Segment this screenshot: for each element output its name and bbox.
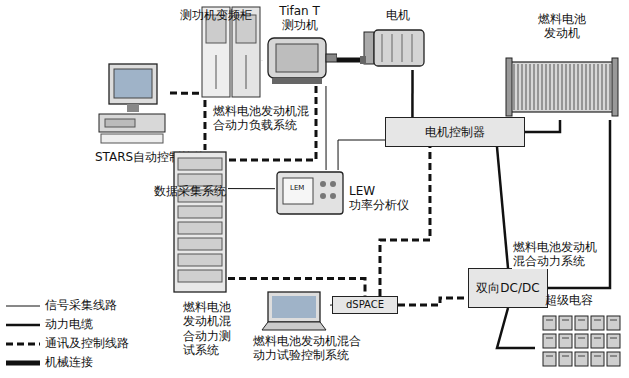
supercapacitor: 超级电容 <box>535 292 625 372</box>
dyno-inverter-cabinet: 测功机变频柜 <box>200 5 262 100</box>
node-label: 双向DC/DC <box>473 281 542 295</box>
legend-text: 通讯及控制线路 <box>45 336 129 350</box>
laptop: 燃料电池发动机混合动力试验控制系统 <box>258 290 330 332</box>
node-label: STARS自动控制软件 <box>95 150 167 164</box>
node-label: 电机控制器 <box>422 125 488 139</box>
fuel-cell-stack: 燃料电池发动机 <box>500 10 625 120</box>
legend-sample <box>5 299 41 313</box>
connector-line <box>411 70 414 117</box>
device-drawing <box>262 34 337 86</box>
motor: 电机 <box>360 8 435 70</box>
legend-sample <box>5 318 41 332</box>
device-drawing <box>275 170 345 216</box>
system-label: 燃料电池发动机混合动力测试系统 <box>182 300 232 358</box>
connector-line <box>398 298 468 305</box>
legend-text: 机械连接 <box>45 355 93 369</box>
control-computer: STARS自动控制软件 <box>95 62 170 147</box>
device-drawing <box>172 150 228 295</box>
legend-sample <box>5 356 41 370</box>
device-drawing <box>95 62 170 147</box>
system-label: LEM <box>289 184 311 192</box>
device-drawing <box>200 5 262 100</box>
node-label: LEW 功率分析仪 <box>349 184 411 213</box>
device-drawing <box>500 54 625 120</box>
node-label: 燃料电池发动机 <box>536 12 588 41</box>
legend-text: 动力电缆 <box>45 317 93 331</box>
legend-row: 动力电缆 <box>5 317 53 333</box>
legend-text: 信号采集线路 <box>45 298 117 312</box>
node-label: 燃料电池发动机混合动力试验控制系统 <box>253 334 365 363</box>
data-acquisition-rack: 数据采集系统 <box>172 150 228 295</box>
node-label: 数据采集系统 <box>154 185 166 198</box>
connector-line <box>337 58 360 63</box>
connector-line <box>497 147 508 268</box>
node-label: Tifan T 测功机 <box>262 4 337 33</box>
node-label: 超级电容 <box>545 293 593 307</box>
connector-line <box>497 308 535 348</box>
dynamometer: Tifan T 测功机 <box>262 4 337 86</box>
device-drawing <box>258 290 330 332</box>
connector-line <box>170 92 200 95</box>
connector-line <box>325 86 326 170</box>
device-drawing <box>360 28 435 70</box>
legend-row: 信号采集线路 <box>5 298 77 314</box>
system-label: 燃料电池发动机混合动力系统 <box>512 240 598 269</box>
connector-line <box>380 147 430 296</box>
connector-line <box>525 120 560 132</box>
node-label: 测功机变频柜 <box>180 9 192 22</box>
bidirectional-dcdc: 双向DC/DC <box>468 268 548 308</box>
dspace-box: dSPACE <box>332 296 398 314</box>
connector-line <box>203 100 206 150</box>
legend-sample <box>5 337 41 351</box>
node-label: dSPACE <box>343 299 387 311</box>
power-analyzer: LEW 功率分析仪 <box>275 170 413 225</box>
motor-controller: 电机控制器 <box>385 117 525 147</box>
connector-line <box>338 140 385 170</box>
device-drawing <box>539 314 625 370</box>
legend-row: 通讯及控制线路 <box>5 336 89 352</box>
legend-row: 机械连接 <box>5 355 53 371</box>
connector-line <box>261 59 264 62</box>
node-label: 电机 <box>360 8 435 22</box>
system-label: 燃料电池发动机混合动力负载系统 <box>212 104 310 133</box>
connector-line <box>228 188 275 189</box>
